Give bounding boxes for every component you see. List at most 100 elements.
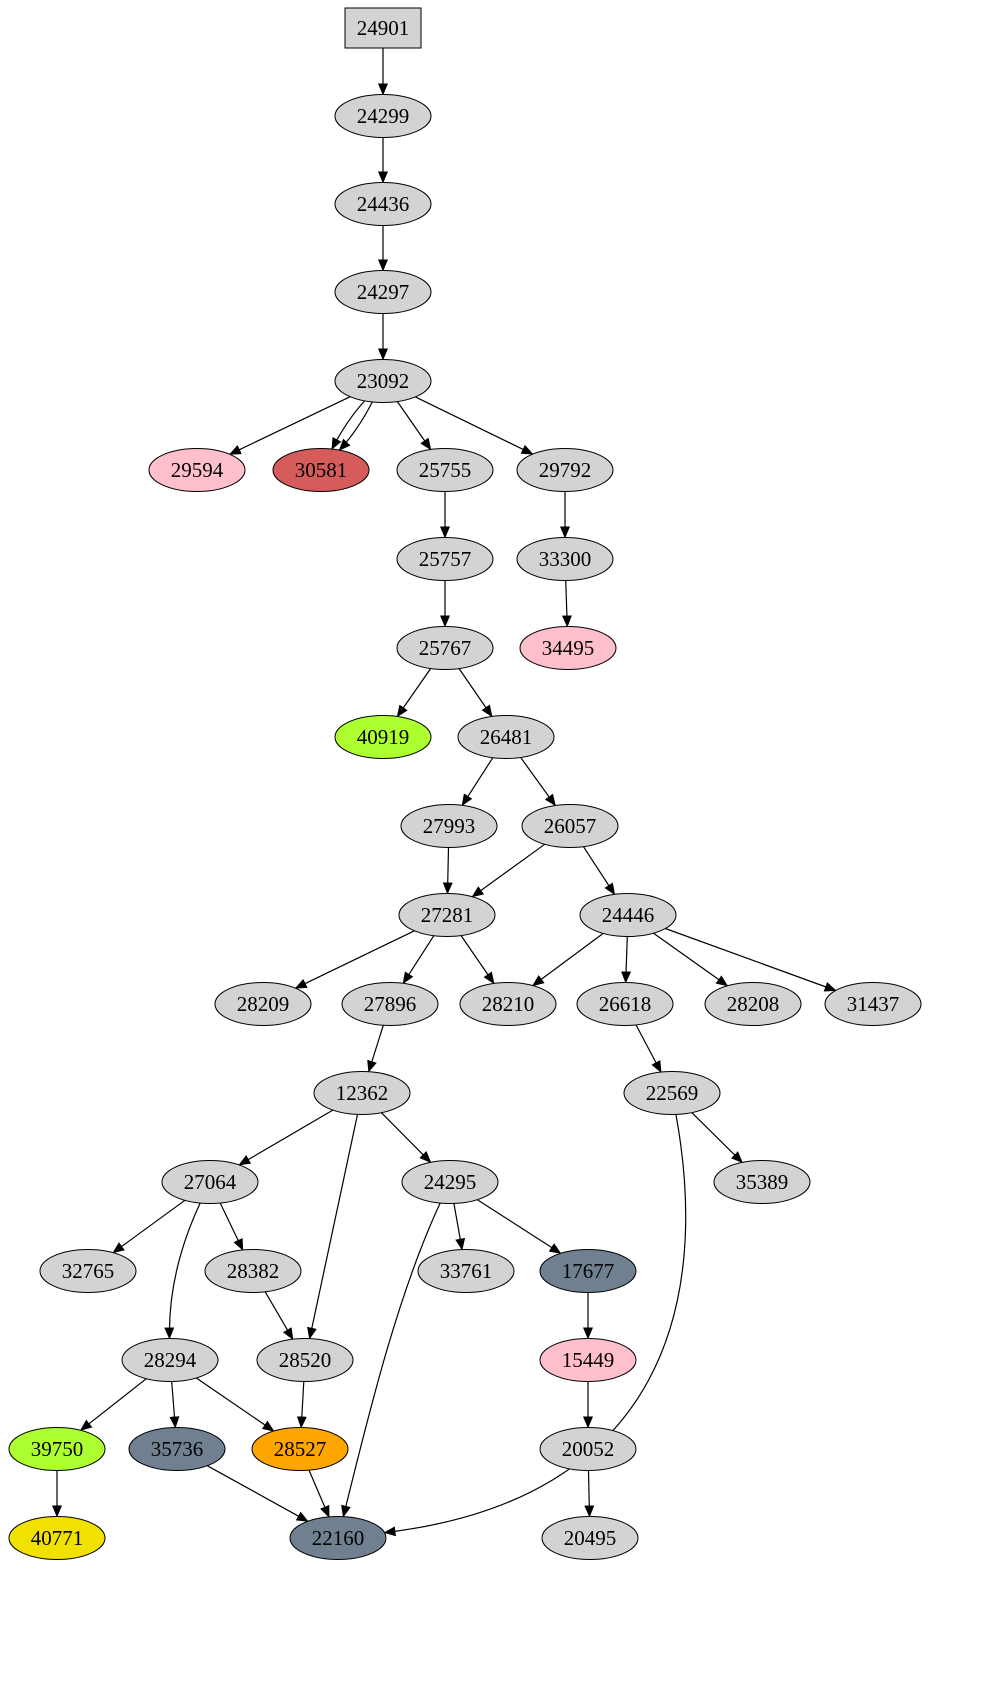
node-label-28210: 28210 xyxy=(482,992,535,1016)
node-shape-32765 xyxy=(39,1249,137,1293)
edge-28294-35736 xyxy=(169,1381,180,1429)
node-label-22569: 22569 xyxy=(646,1081,699,1105)
node-shape-26057 xyxy=(521,804,619,848)
node-label-26057: 26057 xyxy=(544,814,597,838)
node-label-27281: 27281 xyxy=(421,903,474,927)
node-shape-35736 xyxy=(128,1427,226,1471)
node-shape-28294 xyxy=(121,1338,219,1382)
node-label-24299: 24299 xyxy=(357,104,410,128)
node-label-25755: 25755 xyxy=(419,458,472,482)
edge-27064-28294 xyxy=(164,1202,201,1340)
graph-node-24436: 24436 xyxy=(334,182,432,226)
node-shape-15449 xyxy=(539,1338,637,1382)
graph-node-22569: 22569 xyxy=(623,1071,721,1115)
node-shape-35389 xyxy=(713,1160,811,1204)
edge-23092-29594 xyxy=(228,396,351,455)
edge-24295-33761 xyxy=(453,1203,466,1251)
graph-node-40919: 40919 xyxy=(334,715,432,759)
edge-28520-28527 xyxy=(296,1381,307,1429)
node-shape-24436 xyxy=(334,182,432,226)
edge-12362-24295 xyxy=(380,1112,432,1164)
graph-node-35736: 35736 xyxy=(128,1427,226,1471)
edge-28294-39750 xyxy=(79,1378,147,1431)
node-label-20052: 20052 xyxy=(562,1437,615,1461)
graph-node-27281: 27281 xyxy=(398,893,496,937)
edge-35736-22160 xyxy=(206,1465,309,1522)
graph-node-27896: 27896 xyxy=(341,982,439,1026)
edge-27896-12362 xyxy=(367,1025,384,1073)
graph-node-33300: 33300 xyxy=(516,537,614,581)
node-label-24297: 24297 xyxy=(357,280,410,304)
graph-node-24901: 24901 xyxy=(344,7,422,49)
edge-25767-40919 xyxy=(396,668,432,718)
edge-33300-34495 xyxy=(561,580,572,628)
node-label-12362: 12362 xyxy=(336,1081,389,1105)
node-shape-34495 xyxy=(519,626,617,670)
node-shape-40919 xyxy=(334,715,432,759)
node-label-31437: 31437 xyxy=(847,992,900,1016)
node-shape-33300 xyxy=(516,537,614,581)
node-shape-26481 xyxy=(457,715,555,759)
node-label-24446: 24446 xyxy=(602,903,655,927)
node-shape-20495 xyxy=(541,1516,639,1560)
edge-23092-25755 xyxy=(396,401,432,451)
node-label-35736: 35736 xyxy=(151,1437,204,1461)
node-label-40919: 40919 xyxy=(357,725,410,749)
node-shape-28520 xyxy=(256,1338,354,1382)
edge-12362-28520 xyxy=(307,1114,359,1340)
node-label-30581: 30581 xyxy=(295,458,348,482)
node-shape-27993 xyxy=(400,804,498,848)
node-label-26618: 26618 xyxy=(599,992,652,1016)
edge-22569-22160 xyxy=(383,1114,687,1537)
edge-26057-24446 xyxy=(582,846,616,896)
node-label-28208: 28208 xyxy=(727,992,780,1016)
node-label-33761: 33761 xyxy=(440,1259,493,1283)
node-shape-29792 xyxy=(516,448,614,492)
node-shape-27281 xyxy=(398,893,496,937)
node-shape-40771 xyxy=(8,1516,106,1560)
edge-24295-17677 xyxy=(477,1199,562,1254)
node-label-32765: 32765 xyxy=(62,1259,115,1283)
node-label-25757: 25757 xyxy=(419,547,472,571)
graph-node-28520: 28520 xyxy=(256,1338,354,1382)
node-label-28520: 28520 xyxy=(279,1348,332,1372)
edge-23092-29792 xyxy=(415,396,534,455)
graph-node-28208: 28208 xyxy=(704,982,802,1026)
edge-23092-30581 xyxy=(338,401,373,451)
node-label-28382: 28382 xyxy=(227,1259,280,1283)
node-shape-24299 xyxy=(334,94,432,138)
edge-28527-22160 xyxy=(308,1469,330,1518)
node-shape-23092 xyxy=(334,359,432,403)
graph-node-15449: 15449 xyxy=(539,1338,637,1382)
graph-node-40771: 40771 xyxy=(8,1516,106,1560)
node-shape-27064 xyxy=(161,1160,259,1204)
node-shape-24901 xyxy=(344,7,422,49)
node-label-27064: 27064 xyxy=(184,1170,237,1194)
graph-node-28527: 28527 xyxy=(251,1427,349,1471)
node-shape-28382 xyxy=(204,1249,302,1293)
edge-25767-26481 xyxy=(458,668,493,718)
edge-12362-27064 xyxy=(238,1109,334,1166)
graph-node-22160: 22160 xyxy=(289,1516,387,1560)
node-label-27896: 27896 xyxy=(364,992,417,1016)
node-label-33300: 33300 xyxy=(539,547,592,571)
edge-26481-27993 xyxy=(461,757,494,807)
graph-node-28209: 28209 xyxy=(214,982,312,1026)
graph-node-32765: 32765 xyxy=(39,1249,137,1293)
graph-node-26618: 26618 xyxy=(576,982,674,1026)
node-label-27993: 27993 xyxy=(423,814,476,838)
node-shape-39750 xyxy=(8,1427,106,1471)
node-shape-28210 xyxy=(459,982,557,1026)
edge-26618-22569 xyxy=(635,1024,662,1073)
graph-node-25767: 25767 xyxy=(396,626,494,670)
edge-23092-30581 xyxy=(331,400,366,450)
node-shape-28527 xyxy=(251,1427,349,1471)
edge-24446-31437 xyxy=(665,927,837,992)
graph-node-29594: 29594 xyxy=(148,448,246,492)
graph-node-24295: 24295 xyxy=(401,1160,499,1204)
graph-node-34495: 34495 xyxy=(519,626,617,670)
node-shape-25767 xyxy=(396,626,494,670)
graph-node-28382: 28382 xyxy=(204,1249,302,1293)
